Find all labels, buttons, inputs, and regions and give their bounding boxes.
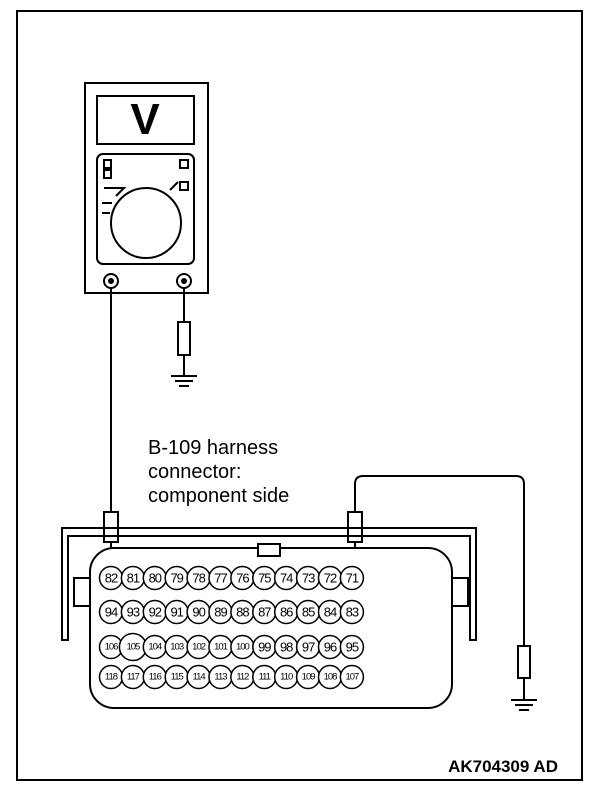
pin-89-label: 89 — [214, 605, 227, 620]
pin-95-label: 95 — [346, 640, 359, 655]
connector-latch-right — [451, 577, 469, 607]
pin-73-label: 73 — [302, 571, 315, 586]
pin-82-label: 82 — [105, 571, 118, 586]
connector-latch-left — [73, 577, 91, 607]
meter-indicator-icon — [179, 181, 189, 191]
figure-code: AK704309 AD — [448, 757, 558, 776]
meter-indicator-icon — [103, 159, 112, 169]
pin-102-label: 102 — [192, 642, 206, 653]
pin-111-label: 111 — [259, 672, 271, 683]
pin-90-label: 90 — [192, 605, 205, 620]
ground-probe-tip — [517, 645, 531, 679]
ground-icon — [171, 375, 197, 387]
pin-115-label: 115 — [171, 672, 184, 683]
pin-107-label: 107 — [345, 672, 359, 683]
pin-86-label: 86 — [280, 605, 293, 620]
pin-114-label: 114 — [193, 672, 206, 683]
meter-indicator-icon — [179, 159, 189, 169]
connector-key — [257, 543, 281, 557]
pin-101-label: 101 — [214, 642, 228, 653]
pin-108-label: 108 — [324, 672, 338, 683]
pin-112-label: 112 — [236, 672, 249, 683]
test-lead-pin-82 — [103, 288, 119, 566]
pin-113-label: 113 — [214, 672, 227, 683]
lead-wire — [354, 475, 525, 646]
rotary-selector-dial — [110, 187, 182, 259]
terminal-dot — [108, 278, 114, 284]
pin-71-label: 71 — [346, 571, 359, 586]
pin-83-label: 83 — [346, 605, 359, 620]
pin-92-label: 92 — [149, 605, 162, 620]
dial-tick-marks — [102, 181, 179, 214]
pin-81-label: 81 — [127, 571, 140, 586]
pin-109-label: 109 — [302, 672, 316, 683]
pin-96-label: 96 — [324, 640, 337, 655]
terminal-dot — [181, 278, 187, 284]
pin-79-label: 79 — [170, 571, 183, 586]
connector-pins: 82 81 80 79 78 77 76 75 74 73 72 71 94 93 92 91 90 89 88 87… — [98, 565, 365, 690]
pin-110-label: 110 — [280, 672, 293, 683]
connector-outer-shell — [61, 527, 477, 641]
pin-77-label: 77 — [214, 571, 227, 586]
ground-icon — [511, 699, 537, 711]
pin-76-label: 76 — [236, 571, 249, 586]
pin-99-label: 99 — [258, 640, 271, 655]
pin-100-label: 100 — [236, 642, 250, 653]
pin-118-label: 118 — [105, 672, 118, 683]
pin-83-socket — [339, 599, 365, 625]
pin-104-label: 104 — [148, 642, 162, 653]
pin-91-label: 91 — [170, 605, 183, 620]
pin-93-label: 93 — [127, 605, 140, 620]
ground-probe-meter — [171, 288, 197, 387]
pin-74-label: 74 — [280, 571, 293, 586]
pin-103-label: 103 — [170, 642, 184, 653]
pin-97-label: 97 — [302, 640, 315, 655]
pin-117-label: 117 — [127, 672, 140, 683]
connector-label: B-109 harness connector: component side — [148, 437, 289, 507]
meter-indicator-icon — [103, 169, 112, 179]
pin-72-label: 72 — [324, 571, 337, 586]
voltage-symbol: V — [130, 95, 160, 144]
pin-106-label: 106 — [105, 642, 119, 653]
pin-98-label: 98 — [280, 640, 293, 655]
label-line-1: B-109 harness — [148, 437, 278, 459]
pin-107-socket — [339, 664, 365, 690]
pin-116-label: 116 — [149, 672, 162, 683]
pin-71-socket — [339, 565, 365, 591]
pin-88-label: 88 — [236, 605, 249, 620]
pin-80-label: 80 — [149, 571, 162, 586]
label-line-3: component side — [148, 485, 289, 507]
pin-78-label: 78 — [192, 571, 205, 586]
pin-95-socket — [339, 634, 365, 660]
pin-94-label: 94 — [105, 605, 118, 620]
harness-connector-b109: 82 81 80 79 78 77 76 75 74 73 72 71 94 93 92 91 90 89 88 87… — [61, 527, 477, 709]
pin-84-label: 84 — [324, 605, 337, 620]
pin-105-label: 105 — [126, 642, 140, 653]
multimeter: V — [84, 82, 209, 294]
pin-75-label: 75 — [258, 571, 271, 586]
multimeter-display — [96, 95, 195, 145]
figure-frame — [16, 10, 583, 781]
pin-85-label: 85 — [302, 605, 315, 620]
probe-tip — [177, 321, 191, 356]
label-line-2: connector: — [148, 461, 241, 483]
pin-87-label: 87 — [258, 605, 271, 620]
